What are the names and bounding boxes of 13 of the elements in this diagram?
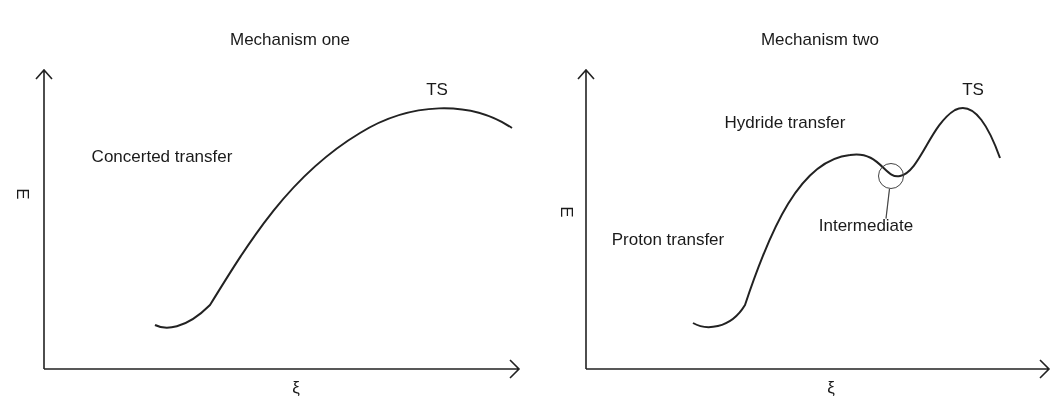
- peak-label: TS: [426, 80, 448, 100]
- axis-label: ξ: [827, 378, 835, 398]
- peak-label: TS: [962, 80, 984, 100]
- axis-label: E: [12, 188, 32, 200]
- curve-label: Intermediate: [818, 216, 914, 236]
- curve-label: Hydride transfer: [724, 113, 846, 133]
- axis-label: ξ: [292, 378, 300, 398]
- panel-title: Mechanism two: [760, 30, 880, 50]
- axis-label: E: [556, 206, 576, 218]
- panel-title: Mechanism one: [230, 30, 350, 50]
- curve-label: Concerted transfer: [91, 147, 233, 167]
- leader-line: [885, 188, 891, 220]
- curve-label: Proton transfer: [611, 230, 725, 250]
